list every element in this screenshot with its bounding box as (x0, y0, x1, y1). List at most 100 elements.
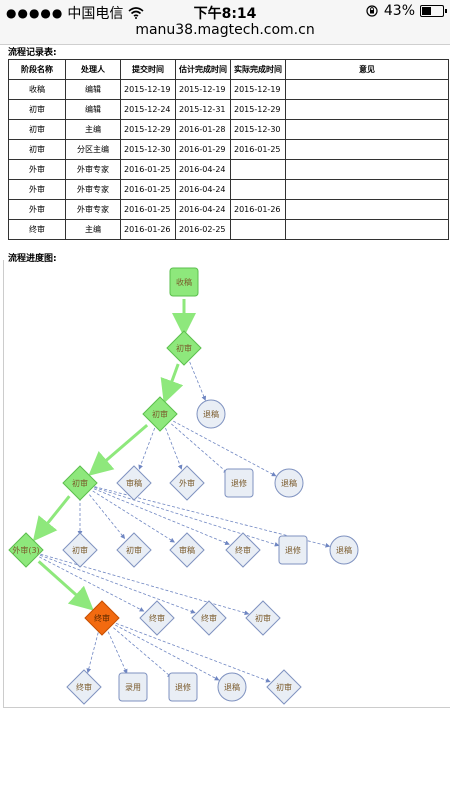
flow-node-shape (266, 669, 302, 705)
table-cell: 2015-12-30 (120, 139, 176, 160)
flow-node-label: 退稿 (224, 682, 240, 692)
flow-node-n5[interactable]: 终审 (84, 600, 120, 636)
flow-node-n4[interactable]: 外审(3) (8, 532, 44, 568)
flow-node-n6e[interactable]: 初审 (266, 669, 302, 705)
flow-node-n4c[interactable]: 审稿 (169, 532, 205, 568)
flow-node-shape (169, 465, 205, 501)
flow-node-n3c[interactable]: 退修 (224, 468, 254, 498)
flow-node-shape (278, 535, 308, 565)
flow-node-label: 退稿 (281, 478, 297, 488)
flow-node-label: 退稿 (336, 545, 352, 555)
option-flow-edge (138, 427, 156, 470)
flow-node-n3d[interactable]: 退稿 (274, 468, 304, 498)
table-cell: 2016-04-24 (175, 159, 231, 180)
flow-node-shape (274, 468, 304, 498)
flow-node-n5b[interactable]: 终审 (191, 600, 227, 636)
header-cell: 意见 (285, 59, 449, 80)
progress-title: 流程进度图: (8, 254, 57, 264)
flow-node-n3b[interactable]: 外审 (169, 465, 205, 501)
flow-node-label: 退稿 (203, 409, 219, 419)
option-flow-edge (113, 627, 173, 678)
option-flow-edge (189, 361, 207, 401)
flow-node-label: 审稿 (179, 545, 195, 555)
flow-node-n1[interactable]: 初审 (166, 330, 202, 366)
flow-node-n3[interactable]: 初审 (62, 465, 98, 501)
flow-node-label: 初审 (276, 682, 292, 692)
flow-progress-chart: 收稿初审初审退稿初审审稿外审退修退稿外审(3)初审初审审稿终审退修退稿终审终审终… (8, 267, 359, 705)
option-flow-edge (93, 488, 230, 545)
option-flow-edge (40, 553, 250, 616)
flow-node-label: 终审 (201, 613, 217, 623)
option-flow-edge (173, 420, 277, 477)
table-cell: 2016-01-28 (175, 119, 231, 140)
flow-node-n3a[interactable]: 审稿 (116, 465, 152, 501)
table-header-row: 阶段名称 处理人 提交时间 估计完成时间 实际完成时间 意见 (8, 59, 449, 80)
table-cell: 2016-01-25 (120, 179, 176, 200)
table-cell (285, 199, 449, 220)
table-cell: 终审 (8, 219, 66, 240)
option-flow-edge (115, 624, 220, 681)
flow-node-shape (139, 600, 175, 636)
flow-node-n4b[interactable]: 初审 (116, 532, 152, 568)
records-title: 流程记录表: (8, 48, 57, 58)
table-cell (230, 219, 286, 240)
main-flow-edge (88, 423, 149, 476)
flow-node-shape (217, 672, 247, 702)
battery-icon (420, 5, 447, 17)
table-cell: 2015-12-19 (230, 79, 286, 100)
flow-node-shape (62, 532, 98, 568)
flow-node-label: 终审 (76, 682, 92, 692)
flow-chart-frame (3, 260, 450, 708)
header-cell: 估计完成时间 (175, 59, 231, 80)
flow-node-n6d[interactable]: 退稿 (217, 672, 247, 702)
table-cell (285, 119, 449, 140)
table-cell (285, 139, 449, 160)
table-cell: 2016-01-29 (175, 139, 231, 160)
flow-node-n2[interactable]: 初审 (142, 396, 178, 432)
table-cell: 编辑 (65, 99, 121, 120)
flow-node-n5c[interactable]: 初审 (245, 600, 281, 636)
flow-node-n4a[interactable]: 初审 (62, 532, 98, 568)
table-cell: 2015-12-29 (120, 119, 176, 140)
url-bar[interactable]: manu38.magtech.com.cn (0, 22, 450, 45)
table-cell: 外审专家 (65, 179, 121, 200)
status-bar: ●●●●● 中国电信 下午8:14 43% (0, 0, 450, 22)
flow-node-n4f[interactable]: 退稿 (329, 535, 359, 565)
flow-node-shape (84, 600, 120, 636)
flow-node-n4e[interactable]: 退修 (278, 535, 308, 565)
flow-node-n6a[interactable]: 终审 (66, 669, 102, 705)
flow-node-shape (142, 396, 178, 432)
table-cell (285, 159, 449, 180)
table-cell: 2016-01-25 (120, 199, 176, 220)
table-cell: 2015-12-31 (175, 99, 231, 120)
option-flow-edge (107, 631, 128, 675)
flow-node-n4d[interactable]: 终审 (225, 532, 261, 568)
flow-node-shape (169, 532, 205, 568)
flow-node-n5a[interactable]: 终审 (139, 600, 175, 636)
table-cell: 2015-12-30 (230, 119, 286, 140)
flow-node-n6b[interactable]: 录用 (118, 672, 148, 702)
flow-node-shape (225, 532, 261, 568)
url-text[interactable]: manu38.magtech.com.cn (135, 22, 315, 38)
flow-node-shape (118, 672, 148, 702)
option-flow-edge (171, 423, 229, 474)
main-flow-edge (32, 495, 71, 542)
option-flow-edge (92, 490, 175, 543)
flow-node-n2r[interactable]: 退稿 (196, 399, 226, 429)
flow-node-label: 初审 (152, 409, 168, 419)
flow-node-n0[interactable]: 收稿 (169, 267, 199, 297)
table-cell: 编辑 (65, 79, 121, 100)
table-cell (285, 179, 449, 200)
flow-node-n6c[interactable]: 退修 (168, 672, 198, 702)
flow-node-shape (245, 600, 281, 636)
clock: 下午8:14 (193, 6, 257, 22)
table-cell: 外审 (8, 199, 66, 220)
option-flow-edge (94, 487, 280, 547)
table-cell: 2016-02-25 (175, 219, 231, 240)
table-cell: 2015-12-29 (230, 99, 286, 120)
